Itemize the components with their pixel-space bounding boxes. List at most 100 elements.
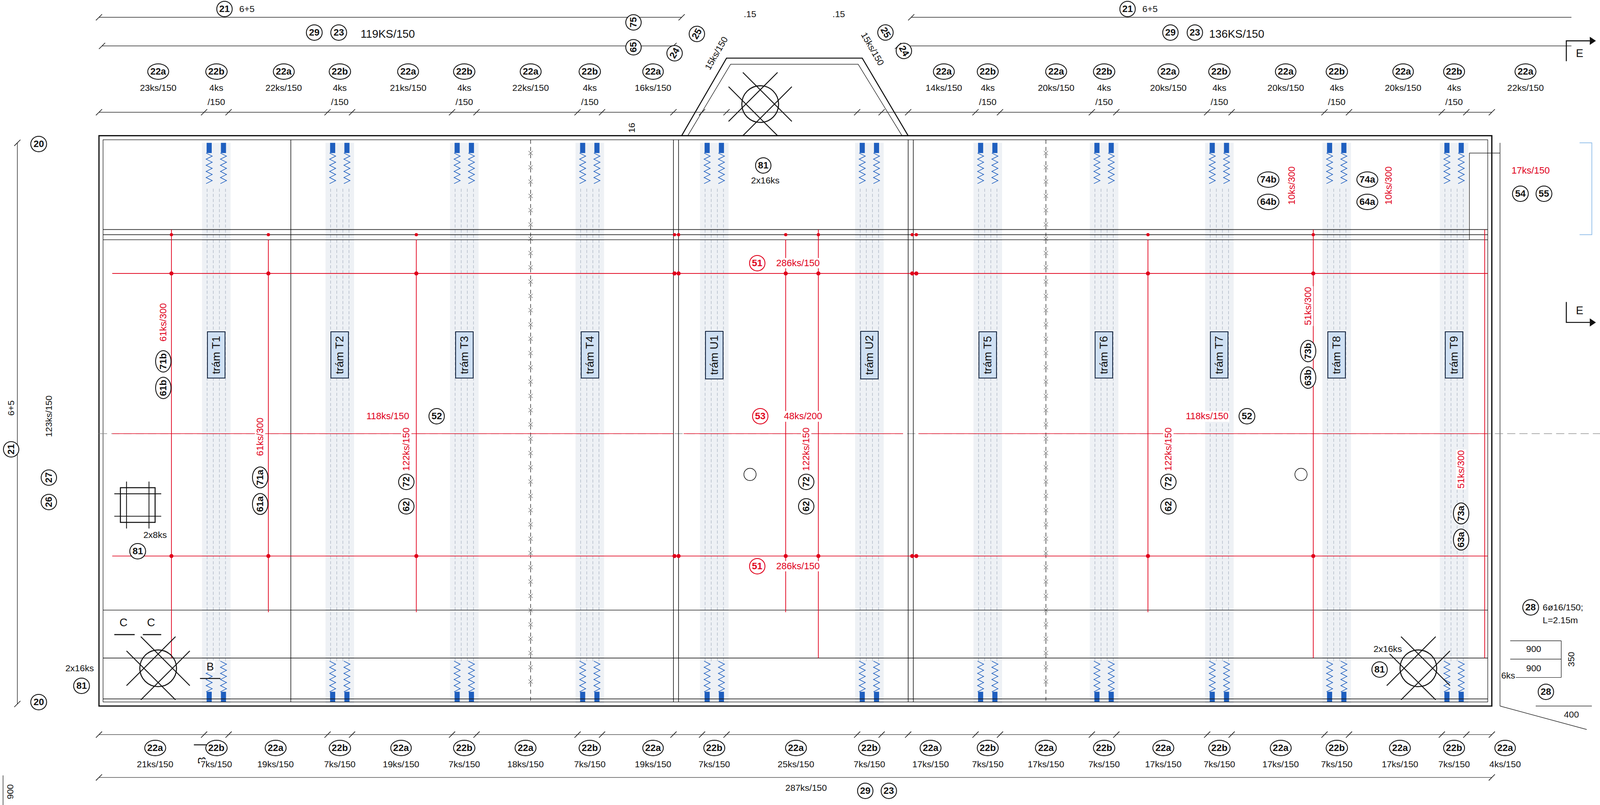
tendon-line bbox=[1100, 188, 1102, 664]
drawing-line bbox=[528, 193, 533, 199]
callout-number: 22b bbox=[1092, 63, 1116, 80]
drawing-line bbox=[1043, 193, 1048, 199]
anchor-head bbox=[1341, 691, 1347, 703]
notch-outline bbox=[687, 64, 903, 136]
rebar-dot bbox=[169, 553, 174, 559]
dimension-tick bbox=[699, 731, 706, 738]
anchor-spring bbox=[1458, 660, 1465, 692]
drawing-line bbox=[290, 139, 292, 703]
dimension-tick bbox=[1321, 731, 1328, 738]
drawing-line bbox=[1043, 165, 1048, 170]
drawing-line bbox=[1043, 251, 1048, 256]
rebar-dot bbox=[1146, 553, 1151, 559]
tendon-line bbox=[1450, 188, 1452, 664]
anchor-head bbox=[344, 142, 350, 154]
beam-label: trám T9 bbox=[1444, 331, 1464, 379]
callout-number: 29 bbox=[306, 24, 323, 41]
anchor-spring bbox=[704, 660, 711, 692]
callout-number: 22b bbox=[976, 63, 1000, 80]
drawing-line bbox=[1043, 436, 1048, 442]
callout-number: 22b bbox=[578, 739, 601, 757]
drawing-line bbox=[528, 165, 533, 170]
dimension-tick bbox=[96, 774, 103, 781]
opening-bar bbox=[742, 86, 792, 136]
drawing-line bbox=[1043, 294, 1048, 299]
anchor-head bbox=[1224, 142, 1230, 154]
dimension-text: 122ks/150 bbox=[801, 426, 812, 472]
dimension-text: 19ks/150 bbox=[633, 759, 673, 770]
callout-number: 63a bbox=[1452, 528, 1470, 551]
anchor-head bbox=[468, 142, 475, 154]
anchor-spring bbox=[579, 660, 586, 692]
drawing-line bbox=[1043, 279, 1048, 284]
callout-number: 29 bbox=[857, 782, 874, 799]
callout-number: 20 bbox=[30, 693, 47, 711]
rebar-dot bbox=[910, 271, 915, 276]
beam-name: trám T2 bbox=[333, 336, 346, 375]
rebar-line bbox=[112, 273, 1488, 274]
drawing-line bbox=[528, 550, 533, 556]
tendon-line bbox=[330, 188, 331, 664]
opening-bar bbox=[742, 72, 792, 122]
hole-symbol bbox=[744, 468, 757, 481]
anchor-spring bbox=[579, 153, 586, 184]
drawing-line bbox=[102, 609, 1488, 611]
drawing-line bbox=[528, 636, 533, 641]
drawing-line bbox=[1043, 522, 1048, 527]
dimension-tick bbox=[905, 109, 912, 116]
drawing-line bbox=[528, 536, 533, 541]
drawing-line bbox=[1043, 550, 1048, 556]
section-arrow bbox=[1589, 318, 1596, 327]
beam-label: trám T2 bbox=[330, 331, 349, 379]
callout-number: 22a bbox=[519, 63, 542, 80]
dimension-text: 6+5 bbox=[1141, 4, 1159, 15]
rebar-dot bbox=[672, 553, 677, 559]
tendon-line bbox=[704, 188, 706, 664]
anchor-head bbox=[1108, 142, 1114, 154]
dimension-text: 4ks bbox=[208, 82, 225, 93]
anchor-head bbox=[859, 691, 865, 703]
callout-number: 22a bbox=[919, 739, 942, 757]
rebar-dot bbox=[266, 271, 271, 276]
callout-number: 81 bbox=[129, 543, 146, 560]
rebar-dot bbox=[676, 553, 681, 559]
callout-number: 23 bbox=[880, 782, 897, 799]
rebar-dot bbox=[1311, 233, 1315, 237]
dimension-text: 17ks/150 bbox=[1510, 165, 1551, 176]
dimension-text: 61ks/300 bbox=[158, 302, 169, 343]
dimension-tick bbox=[1228, 109, 1235, 116]
dimension-text: 6ø16/150; bbox=[1541, 602, 1585, 613]
dimension-text: 22ks/150 bbox=[264, 82, 303, 93]
drawing-line bbox=[1043, 536, 1048, 541]
drawing-line bbox=[528, 179, 533, 184]
drawing-line bbox=[528, 222, 533, 227]
dimension-tick bbox=[96, 109, 103, 116]
callout-number: 64b bbox=[1257, 193, 1280, 211]
drawing-line bbox=[1043, 636, 1048, 641]
drawing-line bbox=[1499, 142, 1501, 706]
rebar-dot bbox=[914, 271, 919, 276]
dimension-tick bbox=[598, 731, 605, 738]
drawing-line bbox=[102, 229, 1488, 230]
beam-label: trám T6 bbox=[1094, 331, 1114, 379]
callout-number: 22a bbox=[1389, 739, 1411, 757]
beam-strip bbox=[575, 142, 605, 704]
rebar-dot bbox=[169, 233, 174, 237]
section-mark bbox=[142, 633, 162, 635]
drawing-line bbox=[99, 777, 1492, 778]
drawing-line bbox=[126, 481, 127, 529]
dimension-text: 7ks/150 bbox=[573, 759, 607, 770]
tendon-line bbox=[336, 188, 337, 664]
dimension-text: 16ks/150 bbox=[633, 82, 673, 93]
anchor-spring bbox=[1443, 153, 1450, 184]
callout-number: 22b bbox=[1443, 63, 1466, 80]
drawing-line bbox=[1043, 236, 1048, 241]
drawing-line bbox=[1043, 379, 1048, 384]
drawing-line bbox=[528, 665, 533, 670]
callout-number: 22a bbox=[642, 739, 664, 757]
rebar-dot bbox=[783, 553, 788, 559]
tendon-line bbox=[1209, 188, 1211, 664]
dimension-text: 2x8ks bbox=[142, 529, 168, 540]
drawing-line bbox=[1043, 208, 1048, 213]
drawing-line bbox=[528, 294, 533, 299]
